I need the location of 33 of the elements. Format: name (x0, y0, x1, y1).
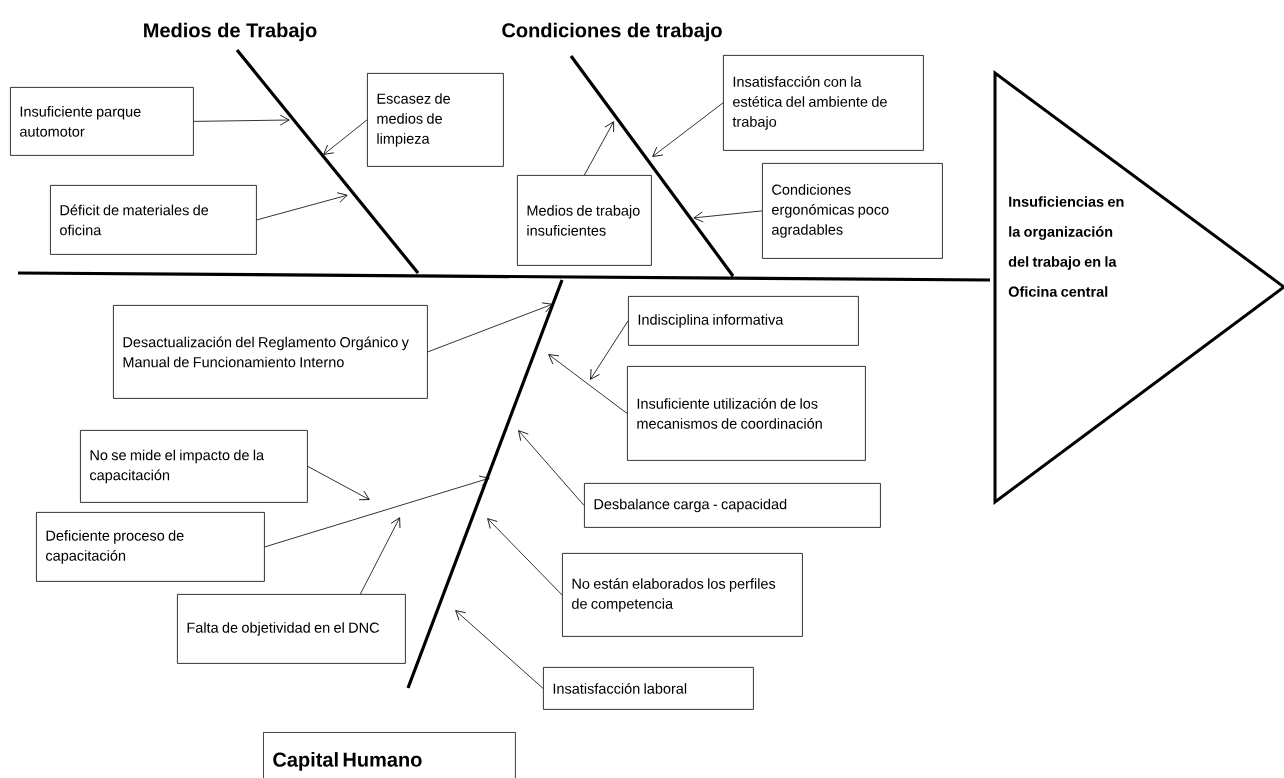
arrow (256, 192, 348, 221)
arrow (455, 610, 544, 689)
arrow (693, 210, 763, 223)
cause-box: Desactualización del Reglamento Orgánico y Manual de Funcionamiento Interno (113, 305, 428, 399)
cause-box: Desbalance carga - capacidad (584, 483, 881, 528)
arrow (487, 518, 563, 596)
category-box: Capital Humano (263, 732, 516, 778)
cause-box: Deficiente proceso de capacitación (36, 512, 265, 582)
arrow (427, 302, 553, 353)
arrow (264, 475, 490, 548)
arrow (307, 466, 370, 501)
cause-box: Insuficiente utilización de los mecanismos de coordinación (627, 366, 866, 461)
category-heading: Medios de Trabajo (144, 22, 317, 42)
arrow (323, 119, 368, 155)
category-heading: Condiciones de trabajo (502, 22, 722, 42)
arrow (652, 102, 724, 157)
cause-box: Falta de objetividad en el DNC (177, 594, 406, 664)
cause-box: Indisciplina informativa (628, 296, 859, 346)
arrow (590, 320, 629, 380)
cause-box: Insuficiente parque automotor (10, 87, 194, 156)
cause-box: Escasez de medios de limpieza (367, 73, 504, 167)
cause-box: Condiciones ergonómicas poco agradables (762, 163, 943, 259)
cause-box: Déficit de materiales de oficina (50, 185, 257, 255)
arrow (193, 114, 290, 126)
cause-box: Insatisfacción laboral (543, 667, 754, 710)
arrow (584, 121, 615, 176)
cause-box: No se mide el impacto de la capacitación (80, 430, 308, 503)
cause-box: Medios de trabajo insuficientes (517, 175, 652, 266)
arrow (548, 354, 628, 414)
arrow (518, 430, 585, 506)
cause-box: Insatisfacción con la estética del ambiente de trabajo (723, 55, 924, 151)
cause-box: No están elaborados los perfiles de competencia (562, 553, 803, 637)
arrow (360, 517, 401, 595)
